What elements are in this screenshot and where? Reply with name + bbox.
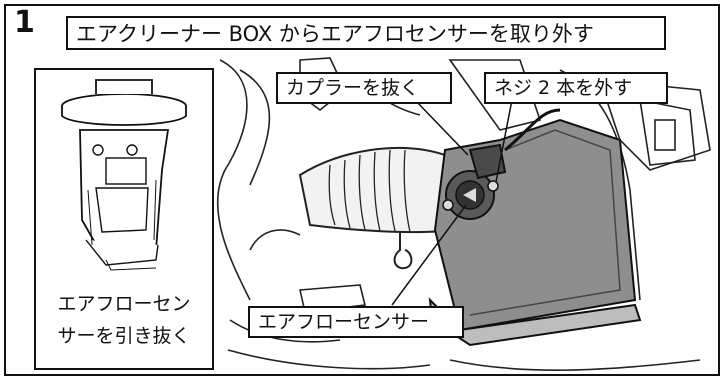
inset-caption-line-1: エアフローセン [57,293,191,315]
inset-caption: エアフローセン サーを引き抜く [36,288,212,352]
inset-caption-line-2: サーを引き抜く [57,325,191,347]
step-title: エアクリーナー BOX からエアフロセンサーを取り外す [66,16,666,50]
screws-callout: ネジ 2 本を外す [484,72,668,104]
coupler-callout: カプラーを抜く [276,72,452,104]
sensor-callout: エアフローセンサー [248,306,464,338]
instruction-panel [4,4,720,376]
sensor-detail-inset: エアフローセン サーを引き抜く [34,68,214,370]
air-flow-sensor-detail-illustration [61,79,187,271]
step-number: 1 [14,5,35,40]
